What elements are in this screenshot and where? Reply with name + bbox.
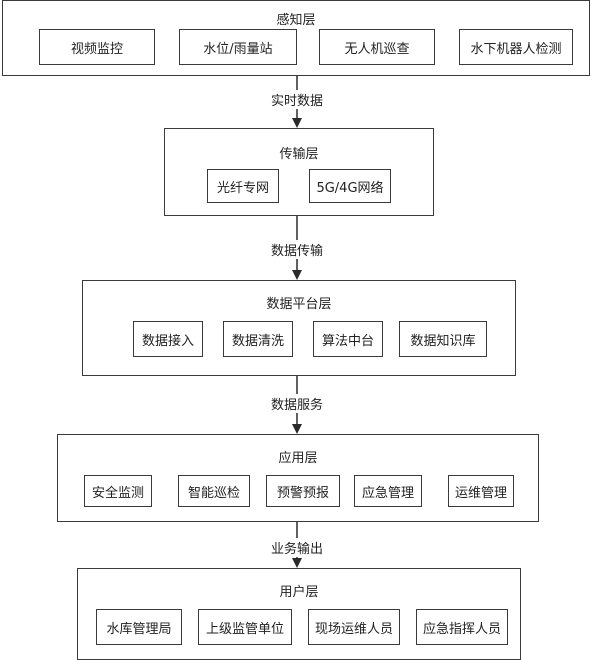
flow-label-data-transmission: 数据传输 [267,240,327,259]
perception-layer: 感知层 视频监控 水位/雨量站 无人机巡查 水下机器人检测 [2,0,590,76]
underwater-robot-box: 水下机器人检测 [459,29,573,65]
data-platform-layer: 数据平台层 数据接入 数据清洗 算法中台 数据知识库 [82,280,516,376]
5g-4g-network-box: 5G/4G网络 [309,169,391,203]
user-layer: 用户层 水库管理局 上级监管单位 现场运维人员 应急指挥人员 [77,568,521,660]
user-layer-title: 用户层 [279,585,319,600]
supervisory-unit-box: 上级监管单位 [198,609,292,645]
early-warning-box: 预警预报 [266,475,340,507]
flow-label-data-service: 数据服务 [267,394,327,413]
data-ingestion-box: 数据接入 [133,321,203,357]
algorithm-platform-box: 算法中台 [313,321,383,357]
drone-patrol-box: 无人机巡查 [319,29,435,65]
video-monitoring-box: 视频监控 [39,29,155,65]
data-knowledge-base-box: 数据知识库 [399,321,487,357]
data-cleaning-box: 数据清洗 [223,321,293,357]
perception-layer-title: 感知层 [276,13,316,28]
emergency-commander-box: 应急指挥人员 [416,609,508,645]
transport-layer-title: 传输层 [279,147,319,162]
application-layer: 应用层 安全监测 智能巡检 预警预报 应急管理 运维管理 [57,434,539,522]
transport-layer: 传输层 光纤专网 5G/4G网络 [164,128,434,216]
safety-monitoring-box: 安全监测 [84,475,152,507]
smart-inspection-box: 智能巡检 [178,475,250,507]
flow-label-business-output: 业务输出 [267,538,327,557]
fiber-network-box: 光纤专网 [207,169,279,203]
flow-label-realtime-data: 实时数据 [267,90,327,109]
data-platform-layer-title: 数据平台层 [266,297,332,312]
reservoir-bureau-box: 水库管理局 [96,609,182,645]
application-layer-title: 应用层 [278,451,318,466]
field-ops-staff-box: 现场运维人员 [308,609,400,645]
ops-management-box: 运维管理 [448,475,514,507]
emergency-management-box: 应急管理 [354,475,422,507]
water-rain-station-box: 水位/雨量站 [179,29,297,65]
